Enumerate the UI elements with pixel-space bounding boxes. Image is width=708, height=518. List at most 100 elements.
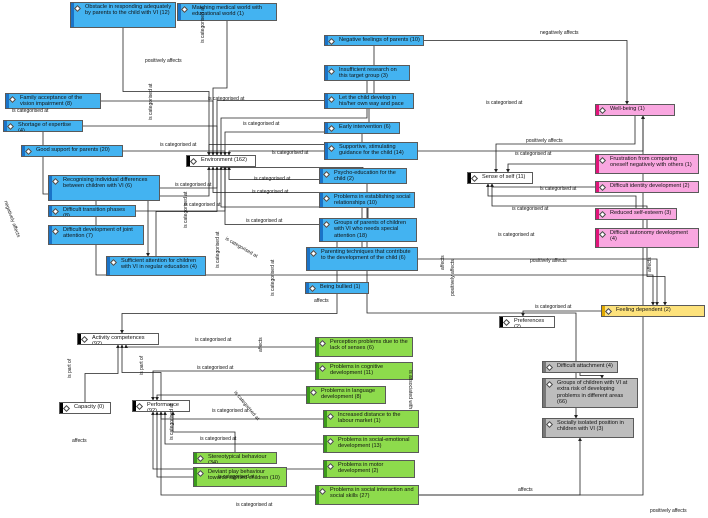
edge-label: affects <box>518 487 533 493</box>
diamond-icon <box>309 249 318 258</box>
node-color-bar <box>596 209 599 219</box>
edge-shortage-to-environment <box>83 125 219 156</box>
node-sufficient-attention[interactable]: Sufficient attention for children with V… <box>106 256 206 276</box>
node-matching[interactable]: Matching medical world with educational … <box>177 3 277 21</box>
diamond-icon <box>327 144 336 153</box>
node-difficult-transition[interactable]: Difficult transition phases (8) <box>48 205 136 217</box>
node-color-bar <box>60 403 63 413</box>
node-color-bar <box>307 387 310 403</box>
node-activity-competences[interactable]: Activity competences (92) <box>77 333 159 345</box>
edge-label: is categorised at <box>540 186 577 192</box>
node-sense-of-self[interactable]: Sense of self (11) <box>467 172 533 184</box>
diamond-icon <box>109 258 118 267</box>
node-label: Let the child develop in his/her own way… <box>339 95 404 108</box>
diamond-icon <box>545 380 554 389</box>
node-color-bar <box>500 317 503 327</box>
edge-social-interaction-to-socially-isolated <box>419 437 582 496</box>
node-label: Problems in cognitive development (11) <box>330 364 384 377</box>
node-language[interactable]: Problems in language development (8) <box>306 386 386 404</box>
edge-label: positively affects <box>650 508 687 514</box>
node-labour-market[interactable]: Increased distance to the labour market … <box>323 410 419 428</box>
node-shortage[interactable]: Shortage of expertise (4) <box>3 120 83 132</box>
node-capacity[interactable]: Capacity (0) <box>59 402 111 414</box>
node-good-support[interactable]: Good support for parents (20) <box>21 145 123 157</box>
diamond-icon <box>545 420 554 429</box>
edge-label: positively affects <box>526 138 563 144</box>
node-color-bar <box>49 226 52 244</box>
node-motor[interactable]: Problems in motor development (2) <box>323 460 415 478</box>
edge-label: positively affects <box>530 258 567 264</box>
node-perception-problems[interactable]: Perception problems due to the lack of s… <box>315 337 413 357</box>
edge-label: affects <box>440 255 446 270</box>
node-color-bar <box>306 283 309 293</box>
node-performance[interactable]: Performance (92) <box>132 400 190 412</box>
node-color-bar <box>307 248 310 270</box>
node-preferences[interactable]: Preferences (2) <box>499 316 555 328</box>
node-color-bar <box>178 4 181 20</box>
node-early-intervention[interactable]: Early intervention (6) <box>324 122 400 134</box>
edge-family-acceptance-to-environment <box>101 100 215 156</box>
node-social-emotional[interactable]: Problems in social-emotional development… <box>323 435 419 453</box>
edge-capacity-to-activity-competences <box>84 344 120 402</box>
edge-label: is categorised at <box>486 100 523 106</box>
node-color-bar <box>324 411 327 427</box>
diamond-icon <box>62 404 71 413</box>
diamond-icon <box>322 194 331 203</box>
diamond-icon <box>327 37 336 45</box>
edge-label: is categorised at <box>184 202 221 208</box>
node-parenting-techniques[interactable]: Parenting techniques that contribute to … <box>306 247 418 271</box>
node-color-bar <box>316 486 319 504</box>
edge-social-emotional-to-performance <box>163 411 323 445</box>
edge-being-bullied-to-activity-competences <box>120 294 338 334</box>
node-stereotypical[interactable]: Stereotypical behaviour (34) <box>193 452 277 464</box>
node-cognitive[interactable]: Problems in cognitive development (11) <box>315 362 413 380</box>
node-wellbeing[interactable]: Well-being (1) <box>595 104 675 116</box>
edge-label: is categorised at <box>218 474 255 480</box>
node-difficult-joint[interactable]: Difficult development of joint attention… <box>48 225 144 245</box>
edge-obstacle-to-environment <box>122 28 211 156</box>
node-socially-isolated[interactable]: Socially isolated position in children w… <box>542 418 634 438</box>
node-label: Sufficient attention for children with V… <box>121 258 197 271</box>
diamond-icon <box>51 227 60 236</box>
node-frustration[interactable]: Frustration from comparing oneself negat… <box>595 154 699 174</box>
node-feeling-dependent[interactable]: Feeling dependent (2) <box>601 305 705 317</box>
node-color-bar <box>187 156 190 166</box>
edge-supportive-guidance-to-wellbeing <box>418 115 645 152</box>
node-color-bar <box>325 143 328 159</box>
diamond-icon <box>318 487 327 496</box>
node-difficult-autonomy[interactable]: Difficult autonomy development (4) <box>595 228 699 248</box>
node-problems-relationships[interactable]: Problems in establishing social relation… <box>319 192 415 208</box>
node-insufficient-research[interactable]: Insufficient research on this target gro… <box>324 65 410 81</box>
node-groups-extra-risk[interactable]: Groups of children with VI at extra risk… <box>542 378 638 408</box>
node-let-child[interactable]: Let the child develop in his/her own way… <box>324 93 414 109</box>
node-negative-feelings[interactable]: Negative feelings of parents (10) <box>324 35 424 46</box>
edge-label: positively affects <box>450 259 456 296</box>
node-obstacle[interactable]: Obstacle in responding adequately by par… <box>70 2 176 28</box>
node-being-bullied[interactable]: Being bullied (1) <box>305 282 369 294</box>
node-label: Frustration from comparing oneself negat… <box>610 156 692 169</box>
node-color-bar <box>596 155 599 173</box>
node-reduced-self-esteem[interactable]: Reduced self-esteem (3) <box>595 208 677 220</box>
diamond-icon <box>604 307 613 316</box>
node-color-bar <box>320 193 323 207</box>
node-deviant-play[interactable]: Deviant play behaviour towards sighted c… <box>193 467 287 487</box>
node-psycho-education[interactable]: Psycho-education for the child (2) <box>319 168 407 184</box>
diamond-icon <box>598 156 607 165</box>
diamond-icon <box>180 5 189 14</box>
node-difficult-identity[interactable]: Difficult identity development (2) <box>595 181 699 193</box>
node-difficult-attachment[interactable]: Difficult attachment (4) <box>542 361 618 373</box>
node-social-interaction[interactable]: Problems in social interaction and socia… <box>315 485 419 505</box>
node-family-acceptance[interactable]: Family acceptance of the vision impairme… <box>5 93 101 109</box>
edge-label: is categorised at <box>200 6 206 43</box>
node-environment[interactable]: Environment (162) <box>186 155 256 167</box>
edge-label: affects <box>72 438 87 444</box>
node-supportive-guidance[interactable]: Supportive, stimulating guidance for the… <box>324 142 418 160</box>
node-color-bar <box>324 461 327 477</box>
node-groups-parents[interactable]: Groups of parents of children with VI wh… <box>319 218 417 242</box>
node-recognising[interactable]: Recognising individual differences betwe… <box>48 175 160 201</box>
edge-label: is categorised at <box>200 436 237 442</box>
diamond-icon <box>308 284 317 293</box>
diamond-icon <box>322 220 331 229</box>
node-color-bar <box>194 468 197 486</box>
edge-label: is associated with <box>407 370 413 410</box>
